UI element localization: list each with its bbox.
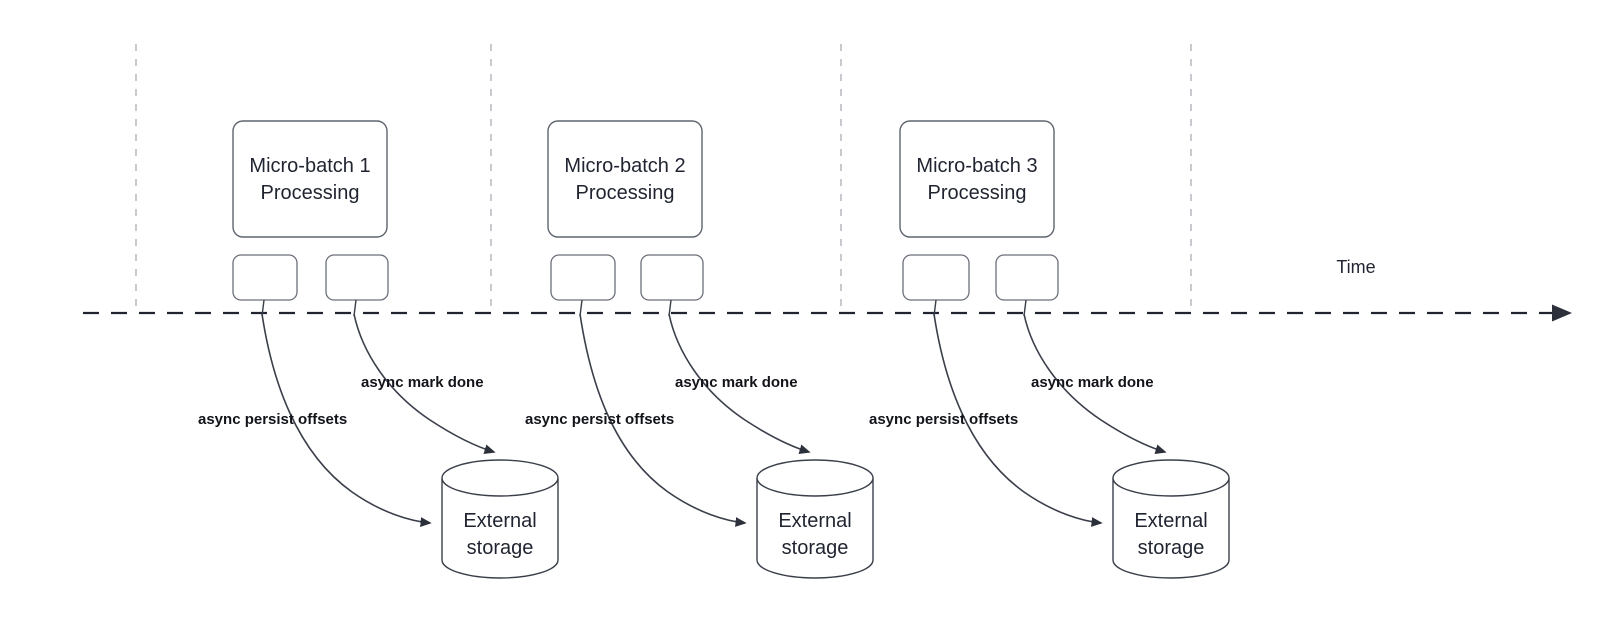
external-storage-cylinder-body (441, 478, 559, 579)
micro-batch-1-task-box-right[interactable] (325, 254, 389, 301)
micro-batch-1-label-line2: Processing (261, 182, 360, 204)
micro-batch-1-persist-offsets-arrow (261, 313, 432, 527)
time-axis (83, 304, 1572, 322)
micro-batch-1-external-storage[interactable]: External storage (441, 459, 559, 579)
micro-batch-1-mark-done-label: async mark done (361, 374, 484, 391)
external-storage-label-line1: External (1134, 510, 1207, 532)
micro-batch-1-stem-left (261, 299, 265, 317)
micro-batch-3-task-box-left[interactable] (902, 254, 970, 301)
micro-batch-group-2: Micro-batch 2 Processing async persist o… (525, 120, 874, 579)
external-storage-label-line2: storage (782, 537, 849, 559)
micro-batch-3-external-storage[interactable]: External storage (1112, 459, 1230, 579)
micro-batch-2-stem-right (668, 299, 672, 317)
external-storage-label-line2: storage (467, 537, 534, 559)
micro-batch-3-persist-offsets-label: async persist offsets (869, 411, 1018, 428)
micro-batch-2-task-box-right[interactable] (640, 254, 704, 301)
external-storage-cylinder-top (1112, 459, 1230, 497)
micro-batch-3-mark-done-arrow (1023, 313, 1167, 454)
micro-batch-3-label-line2: Processing (928, 182, 1027, 204)
external-storage-cylinder-top (441, 459, 559, 497)
micro-batch-2-external-storage[interactable]: External storage (756, 459, 874, 579)
time-axis-label: Time (1336, 257, 1375, 277)
external-storage-label-line1: External (463, 510, 536, 532)
micro-batch-1-label-line1: Micro-batch 1 (249, 155, 370, 177)
external-storage-cylinder-top (756, 459, 874, 497)
micro-batch-3-process-box[interactable] (899, 120, 1055, 238)
micro-batch-2-mark-done-arrow (668, 313, 811, 454)
time-axis-arrowhead (1552, 304, 1572, 322)
external-storage-cylinder-body (756, 478, 874, 579)
micro-batch-2-process-box[interactable] (547, 120, 703, 238)
micro-batch-1-persist-offsets-label: async persist offsets (198, 411, 347, 428)
external-storage-label-line1: External (778, 510, 851, 532)
micro-batch-2-task-box-left[interactable] (550, 254, 616, 301)
micro-batch-2-persist-offsets-label: async persist offsets (525, 411, 674, 428)
micro-batch-group-3: Micro-batch 3 Processing async persist o… (869, 120, 1230, 579)
micro-batch-3-persist-offsets-arrow (933, 313, 1103, 527)
micro-batch-3-task-box-right[interactable] (995, 254, 1059, 301)
micro-batch-1-stem-right (353, 299, 357, 317)
micro-batch-2-label-line2: Processing (576, 182, 675, 204)
micro-batch-2-persist-offsets-arrow (579, 313, 747, 527)
micro-batch-1-mark-done-arrow (353, 313, 496, 454)
micro-batch-3-label-line1: Micro-batch 3 (916, 155, 1037, 177)
micro-batch-2-mark-done-label: async mark done (675, 374, 798, 391)
external-storage-label-line2: storage (1138, 537, 1205, 559)
micro-batch-group-1: Micro-batch 1 Processing async persist o… (198, 120, 559, 579)
external-storage-cylinder-body (1112, 478, 1230, 579)
micro-batch-3-stem-right (1023, 299, 1027, 317)
micro-batch-1-process-box[interactable] (232, 120, 388, 238)
micro-batch-2-stem-left (579, 299, 583, 317)
micro-batch-3-mark-done-label: async mark done (1031, 374, 1154, 391)
micro-batch-1-task-box-left[interactable] (232, 254, 298, 301)
micro-batch-2-label-line1: Micro-batch 2 (564, 155, 685, 177)
micro-batch-3-stem-left (933, 299, 937, 317)
